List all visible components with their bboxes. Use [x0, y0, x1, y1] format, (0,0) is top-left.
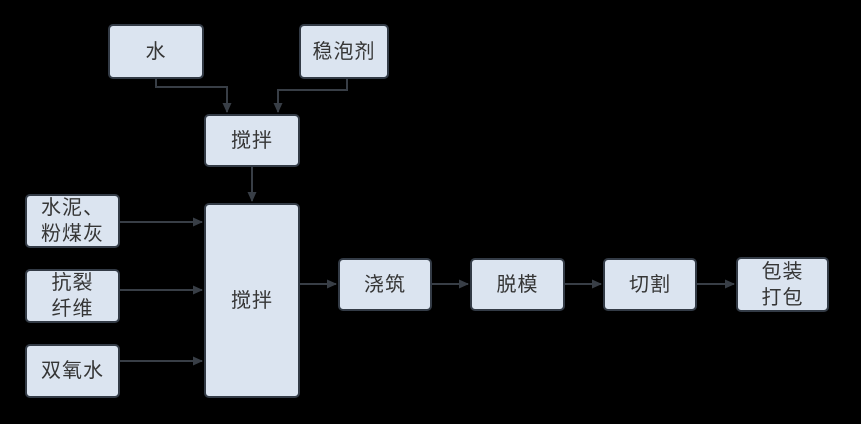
- edge-foam-stabilizer-to-mix-foam: [273, 79, 348, 113]
- node-mix-foam: 搅拌: [204, 114, 300, 167]
- node-water: 水: [108, 24, 204, 79]
- node-label-foam-stabilizer: 稳泡剂: [312, 40, 376, 63]
- node-cement-flyash: 水泥、 粉煤灰: [25, 194, 120, 248]
- node-label-mix-foam: 搅拌: [231, 129, 273, 152]
- node-label-pouring: 浇筑: [364, 273, 406, 296]
- node-mix-main: 搅拌: [204, 203, 300, 398]
- node-label-water: 水: [145, 40, 167, 63]
- node-label-packaging: 包装 打包: [761, 260, 804, 309]
- node-hydrogen-peroxide: 双氧水: [25, 344, 120, 398]
- node-foam-stabilizer: 稳泡剂: [299, 24, 389, 79]
- edge-water-to-mix-foam: [155, 79, 232, 113]
- node-label-mix-main: 搅拌: [231, 289, 273, 312]
- node-label-anticrack-fiber: 抗裂 纤维: [51, 272, 94, 320]
- node-pouring: 浇筑: [338, 258, 432, 311]
- node-cutting: 切割: [603, 258, 697, 311]
- node-label-demolding: 脱模: [496, 273, 539, 296]
- node-label-hydrogen-peroxide: 双氧水: [41, 360, 104, 382]
- node-packaging: 包装 打包: [736, 257, 829, 312]
- node-label-cement-flyash: 水泥、 粉煤灰: [41, 197, 104, 245]
- node-demolding: 脱模: [470, 258, 565, 311]
- node-anticrack-fiber: 抗裂 纤维: [25, 269, 120, 323]
- node-label-cutting: 切割: [629, 273, 671, 296]
